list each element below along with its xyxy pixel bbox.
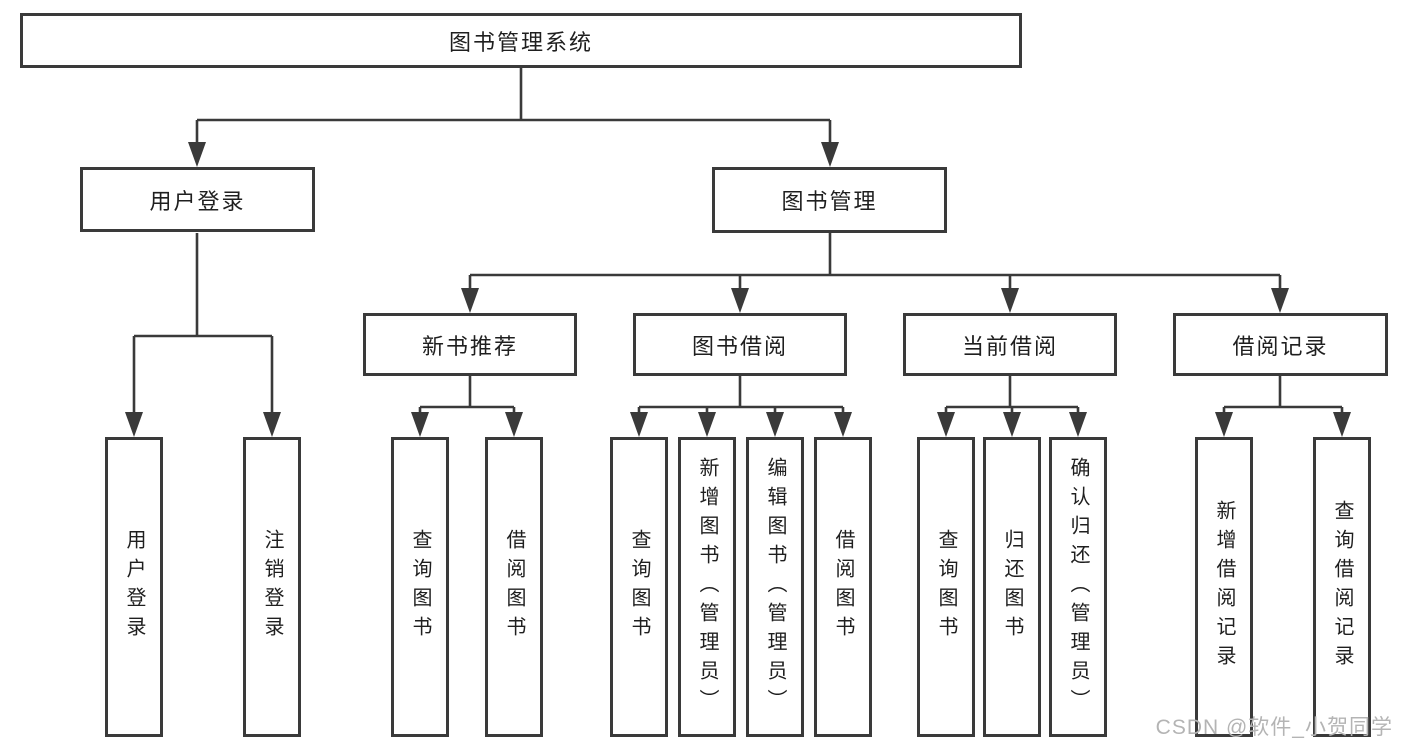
leaf-bb-query-books: 查询图书	[610, 437, 668, 737]
node-user-login: 用户登录	[80, 167, 315, 232]
node-label: 借阅图书	[503, 529, 525, 645]
connector-stems	[132, 68, 1344, 414]
node-library-management-system: 图书管理系统	[20, 13, 1022, 68]
node-label: 归还图书	[1001, 529, 1023, 645]
arrowheads	[125, 142, 1351, 437]
node-label: 查询图书	[628, 529, 650, 645]
node-label: 新书推荐	[421, 333, 518, 359]
leaf-cb-query-books: 查询图书	[917, 437, 975, 737]
node-label: 查询图书	[409, 529, 431, 645]
node-label: 图书管理	[781, 189, 878, 214]
leaf-nb-borrow-books: 借阅图书	[485, 437, 543, 737]
node-label: 查询借阅记录	[1331, 500, 1353, 674]
leaf-bb-add-books-admin: 新增图书（管理员）	[678, 437, 736, 737]
leaf-logout-login: 注销登录	[243, 437, 301, 737]
node-label: 确认归还（管理员）	[1067, 456, 1089, 718]
leaf-bb-edit-books-admin: 编辑图书（管理员）	[746, 437, 804, 737]
leaf-user-login: 用户登录	[105, 437, 163, 737]
node-current-borrow: 当前借阅	[903, 313, 1117, 376]
node-new-book-recommend: 新书推荐	[363, 313, 577, 376]
csdn-watermark: CSDN @软件_小贺同学	[1155, 716, 1393, 739]
node-label: 当前借阅	[961, 333, 1058, 359]
node-label: 新增图书（管理员）	[696, 456, 718, 718]
node-book-borrow: 图书借阅	[633, 313, 847, 376]
node-label: 借阅图书	[832, 529, 854, 645]
leaf-cb-confirm-return-admin: 确认归还（管理员）	[1049, 437, 1107, 737]
node-borrow-records: 借阅记录	[1173, 313, 1388, 376]
leaf-br-query-borrow-record: 查询借阅记录	[1313, 437, 1371, 737]
node-label: 编辑图书（管理员）	[764, 456, 786, 718]
leaf-bb-borrow-books: 借阅图书	[814, 437, 872, 737]
node-book-management: 图书管理	[712, 167, 947, 233]
node-label: 用户登录	[123, 529, 145, 645]
node-label: 借阅记录	[1232, 333, 1329, 359]
node-label: 注销登录	[261, 529, 283, 645]
leaf-nb-query-books: 查询图书	[391, 437, 449, 737]
node-label: 图书管理系统	[448, 29, 593, 55]
node-label: 新增借阅记录	[1213, 500, 1235, 674]
node-label: 用户登录	[149, 188, 246, 214]
node-label: 图书借阅	[691, 333, 788, 359]
node-label: 查询图书	[935, 529, 957, 645]
leaf-cb-return-books: 归还图书	[983, 437, 1041, 737]
leaf-br-add-borrow-record: 新增借阅记录	[1195, 437, 1253, 737]
